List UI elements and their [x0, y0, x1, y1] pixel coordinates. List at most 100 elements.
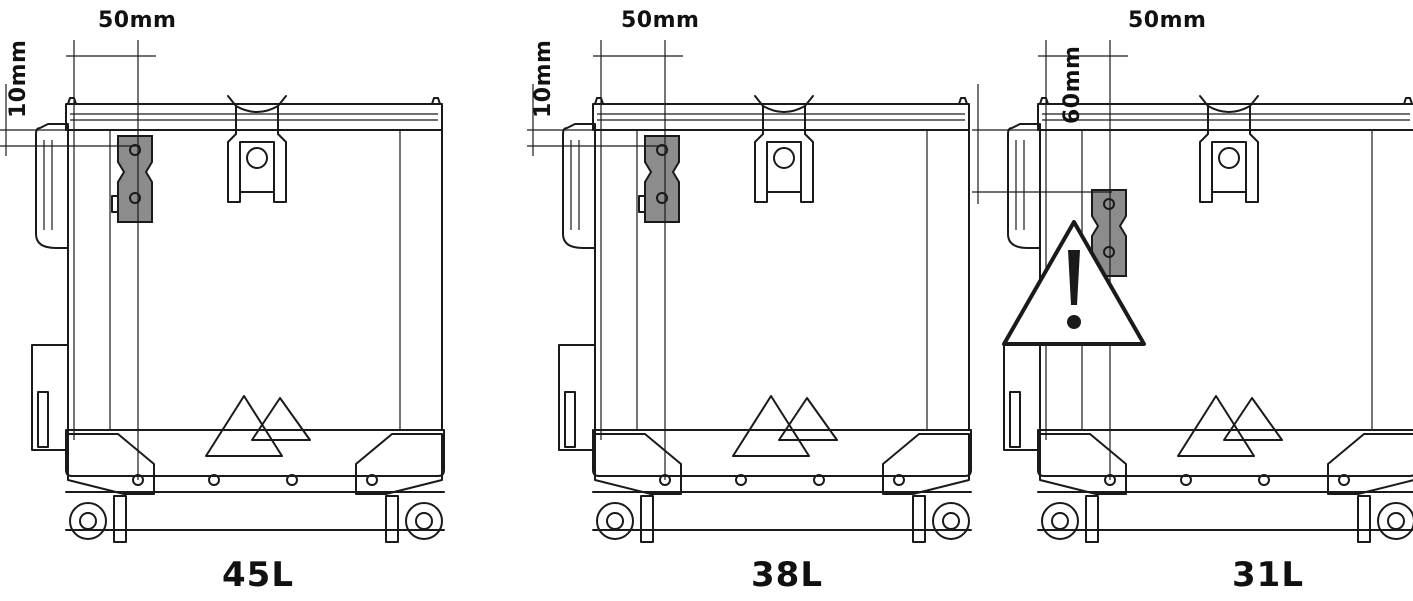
lid-latch-plate — [1211, 141, 1247, 193]
bolt — [735, 474, 747, 486]
bracket-clip — [111, 195, 119, 213]
left-foot-hub — [606, 512, 624, 530]
right-foot-hub — [415, 512, 433, 530]
side-latch — [1007, 123, 1041, 249]
bottom-frame — [592, 429, 972, 477]
lower-mount-tab — [564, 391, 576, 448]
lid-corners — [67, 97, 441, 105]
pannier-case-drawing — [527, 40, 972, 543]
left-foot — [1041, 502, 1079, 540]
mountain-logo-icon — [732, 395, 838, 457]
mountain-logo-icon — [1177, 395, 1283, 457]
lower-mount-tab — [1009, 391, 1021, 448]
right-foot-hub — [942, 512, 960, 530]
bottom-frame — [1037, 429, 1413, 477]
panel-45l: 50mm 10mm 45L — [0, 0, 471, 601]
body-sides — [594, 129, 970, 431]
pannier-case-drawing — [0, 40, 445, 543]
side-latch-detail — [1015, 140, 1025, 230]
body-inner-lines — [1081, 130, 1373, 430]
lid-band — [65, 103, 443, 131]
bracket-clip — [638, 195, 646, 213]
lid-latch-plate — [766, 141, 802, 193]
lid-latch-curve — [762, 105, 806, 113]
rail-posts — [640, 495, 926, 543]
left-foot — [69, 502, 107, 540]
lid-band — [1037, 103, 1413, 131]
bolt — [1180, 474, 1192, 486]
bracket-hole-bottom — [656, 192, 668, 204]
right-corner-guard — [355, 433, 443, 495]
lid-band-lines — [70, 113, 438, 121]
left-corner-guard — [594, 433, 682, 495]
mountain-logo-icon — [205, 395, 311, 457]
lid-latch-lock — [246, 147, 268, 169]
body-sides — [67, 129, 443, 431]
horizontal-dimension-label: 50mm — [98, 8, 177, 33]
bolt — [813, 474, 825, 486]
lid-latch-curve — [1207, 105, 1251, 113]
right-corner-guard — [1327, 433, 1413, 495]
side-latch — [562, 123, 596, 249]
vertical-dimension-label: 10mm — [6, 39, 31, 118]
lid-band-lines — [1042, 113, 1410, 121]
bolt — [366, 474, 378, 486]
side-latch-detail — [43, 140, 53, 230]
bracket-hole-top — [1103, 198, 1115, 210]
rail-posts — [113, 495, 399, 543]
horizontal-dimension-guides — [73, 40, 139, 480]
pannier-case-drawing — [972, 40, 1413, 543]
right-foot — [932, 502, 970, 540]
lid-corners — [594, 97, 968, 105]
lower-mount-tab — [37, 391, 49, 448]
vertical-dimension-label: 60mm — [1060, 45, 1085, 124]
bolt — [893, 474, 905, 486]
vertical-dimension-guides — [0, 129, 140, 147]
bottom-frame — [65, 429, 445, 477]
mounting-bracket — [1091, 189, 1127, 277]
bolt — [286, 474, 298, 486]
bottom-rails — [1037, 491, 1413, 531]
lid-latch-curve — [235, 105, 279, 113]
lid-band — [592, 103, 970, 131]
warning-triangle-icon — [1002, 220, 1146, 346]
bolt — [1338, 474, 1350, 486]
horizontal-dimension-guides — [1045, 40, 1111, 480]
left-corner-guard — [67, 433, 155, 495]
bracket-hole-bottom — [129, 192, 141, 204]
bottom-rails — [592, 491, 972, 531]
panel-38l: 50mm 10mm 38L — [527, 0, 998, 601]
right-foot — [1377, 502, 1413, 540]
left-foot — [596, 502, 634, 540]
right-foot — [405, 502, 443, 540]
vertical-dimension-label: 10mm — [531, 39, 556, 118]
left-corner-guard — [1039, 433, 1127, 495]
mounting-bracket — [117, 135, 153, 223]
capacity-label: 45L — [222, 555, 294, 595]
vertical-dimension-guides — [527, 129, 667, 147]
body-inner-lines — [109, 130, 401, 430]
lid-latch-lock — [773, 147, 795, 169]
right-corner-guard — [882, 433, 970, 495]
horizontal-dimension-label: 50mm — [621, 8, 700, 33]
horizontal-dimension-label: 50mm — [1128, 8, 1207, 33]
lid-latch-plate — [239, 141, 275, 193]
panel-31l: 50mm 60mm 31L — [972, 0, 1413, 601]
bracket-hole-bottom — [1103, 246, 1115, 258]
bolt — [1258, 474, 1270, 486]
side-latch-detail — [570, 140, 580, 230]
side-latch — [35, 123, 69, 249]
case-group — [0, 40, 445, 543]
capacity-label: 38L — [751, 555, 823, 595]
lid-corners — [1039, 97, 1413, 105]
case-group — [527, 40, 972, 543]
rail-posts — [1085, 495, 1371, 543]
right-foot-hub — [1387, 512, 1405, 530]
bracket-hole-top — [656, 144, 668, 156]
left-foot-hub — [79, 512, 97, 530]
mounting-bracket — [644, 135, 680, 223]
left-foot-hub — [1051, 512, 1069, 530]
lid-band-lines — [597, 113, 965, 121]
body-inner-lines — [636, 130, 928, 430]
